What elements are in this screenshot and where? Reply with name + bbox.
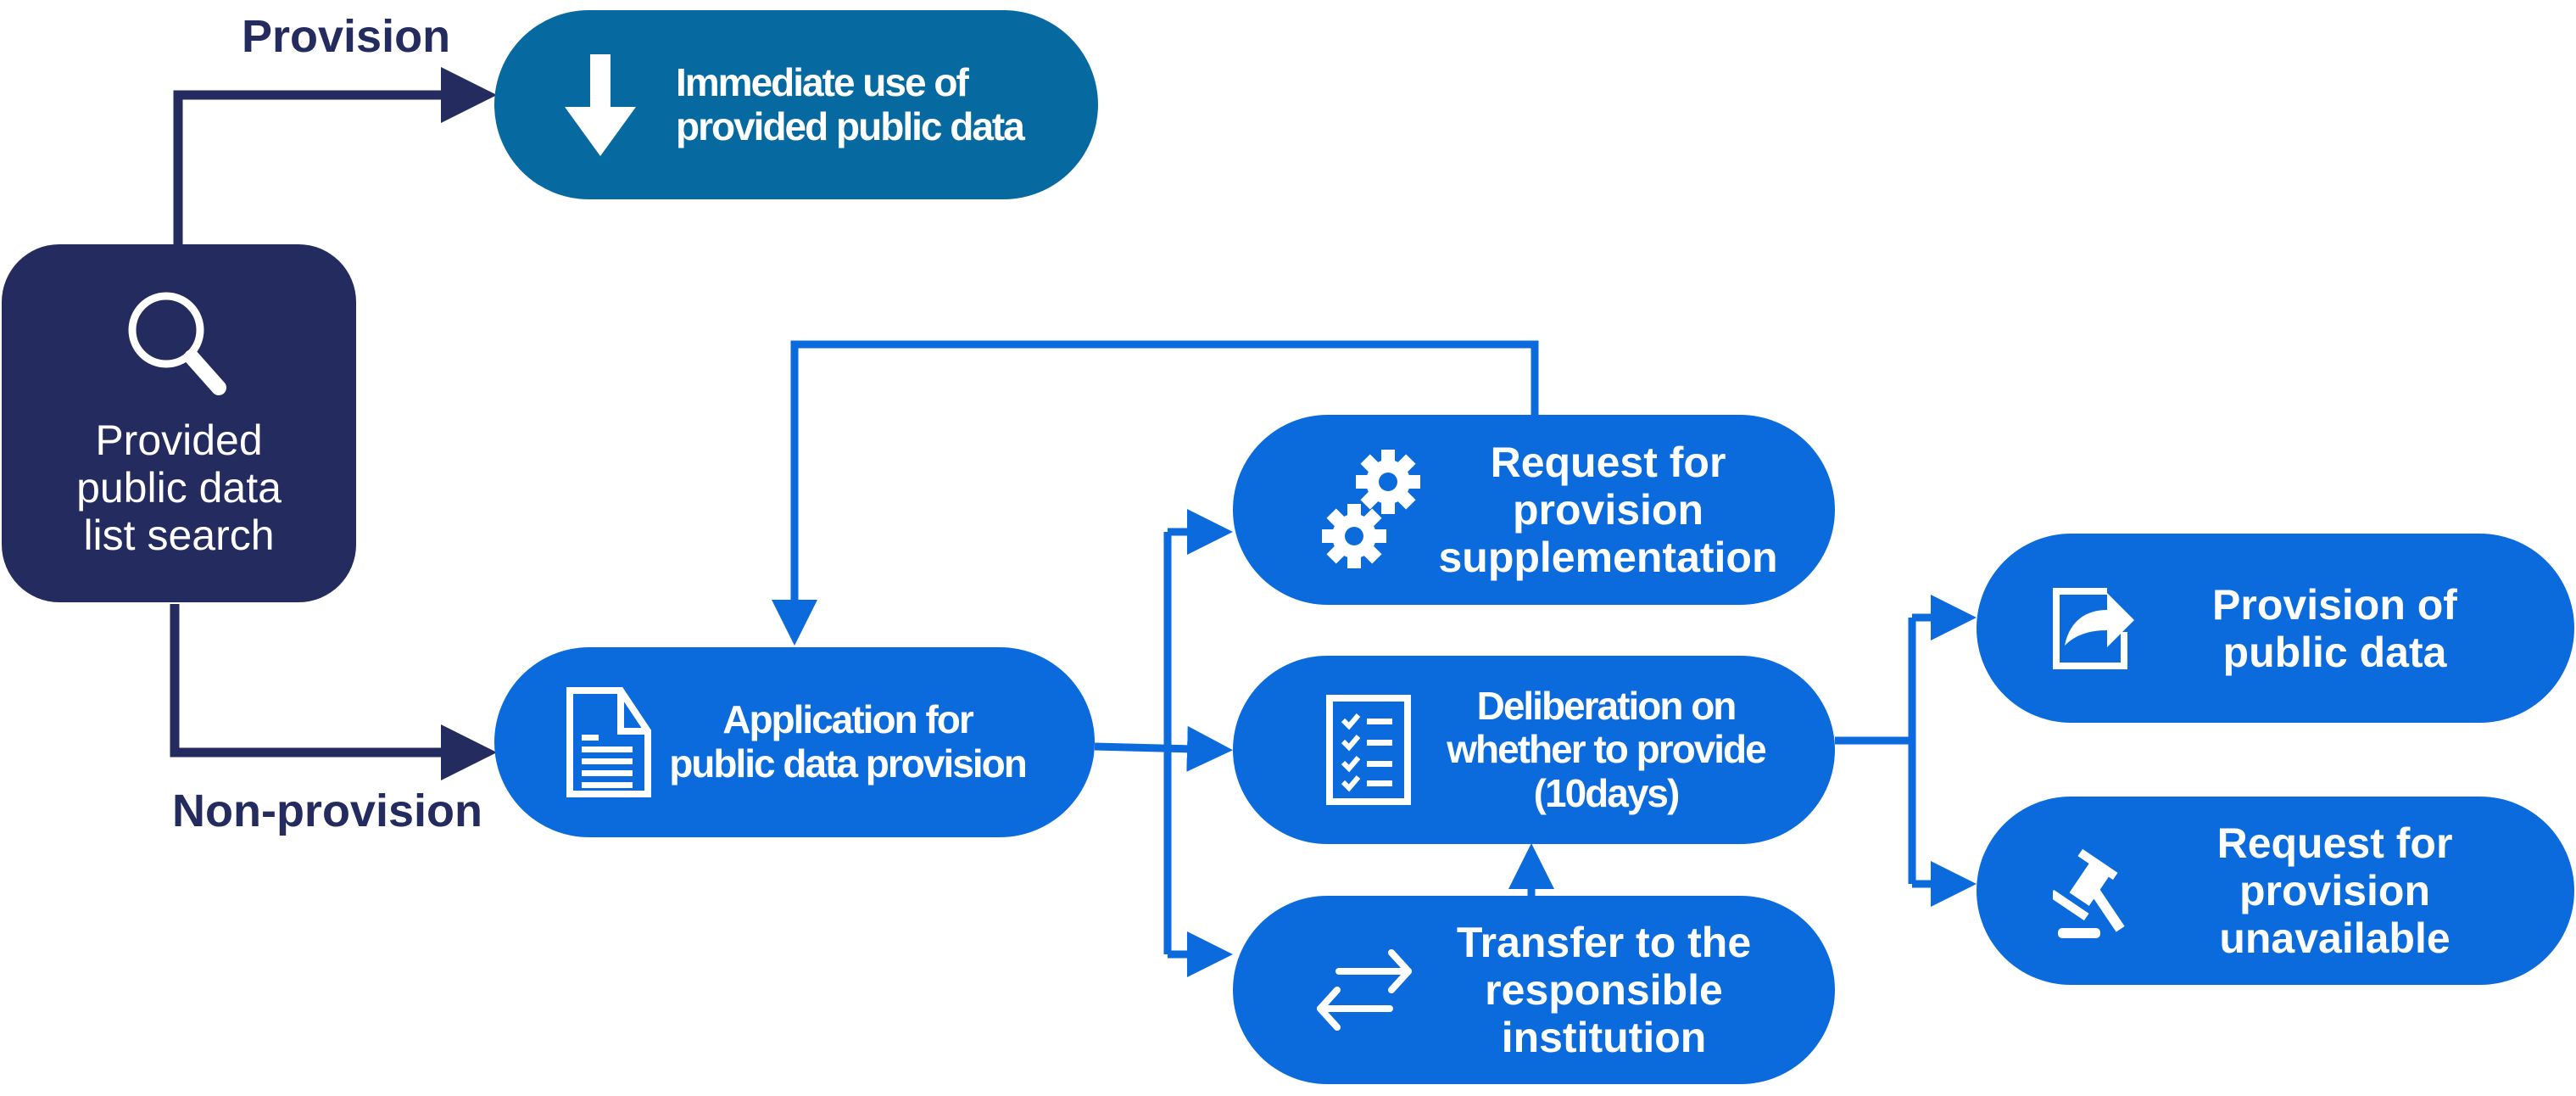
node-provision-of-data[interactable]: Provision of public data — [1977, 534, 2574, 723]
node-search[interactable]: Provided public data list search — [2, 244, 356, 602]
node-deliberation-label: Deliberation on whether to provide (10da… — [1447, 683, 1766, 815]
edge-search-to-immediate-use — [173, 67, 497, 246]
checklist-icon — [1326, 695, 1411, 805]
node-deliberation[interactable]: Deliberation on whether to provide (10da… — [1233, 656, 1835, 844]
node-supplementation-label: Request for provision supplementation — [1438, 439, 1778, 581]
node-transfer[interactable]: Transfer to the responsible institution — [1233, 896, 1835, 1084]
node-provision-of-data-label: Provision of public data — [2212, 580, 2457, 676]
edge-application-to-deliberation — [1094, 725, 1233, 772]
document-icon — [566, 687, 651, 797]
gavel-icon — [2053, 840, 2146, 942]
edge-supplementation-to-application — [772, 340, 1539, 646]
node-application-label: Application for public data provision — [669, 697, 1028, 786]
arrow-down-icon — [562, 53, 638, 156]
node-supplementation[interactable]: Request for provision supplementation — [1233, 415, 1835, 605]
share-icon — [2053, 586, 2146, 671]
exchange-arrows-icon — [1313, 948, 1415, 1032]
node-immediate-use-label: Immediate use of provided public data — [676, 59, 1025, 148]
gears-icon — [1322, 446, 1424, 573]
node-unavailable[interactable]: Request for provision unavailable — [1977, 797, 2574, 985]
edge-label-provision: Provision — [242, 11, 451, 62]
edge-search-to-application — [170, 604, 497, 780]
node-application[interactable]: Application for public data provision — [494, 647, 1095, 837]
search-icon — [124, 288, 234, 398]
edge-label-non-provision: Non-provision — [172, 786, 482, 836]
node-search-label: Provided public data list search — [76, 417, 282, 559]
node-unavailable-label: Request for provision unavailable — [2216, 819, 2453, 962]
node-immediate-use[interactable]: Immediate use of provided public data — [494, 10, 1098, 199]
node-transfer-label: Transfer to the responsible institution — [1456, 919, 1752, 1061]
